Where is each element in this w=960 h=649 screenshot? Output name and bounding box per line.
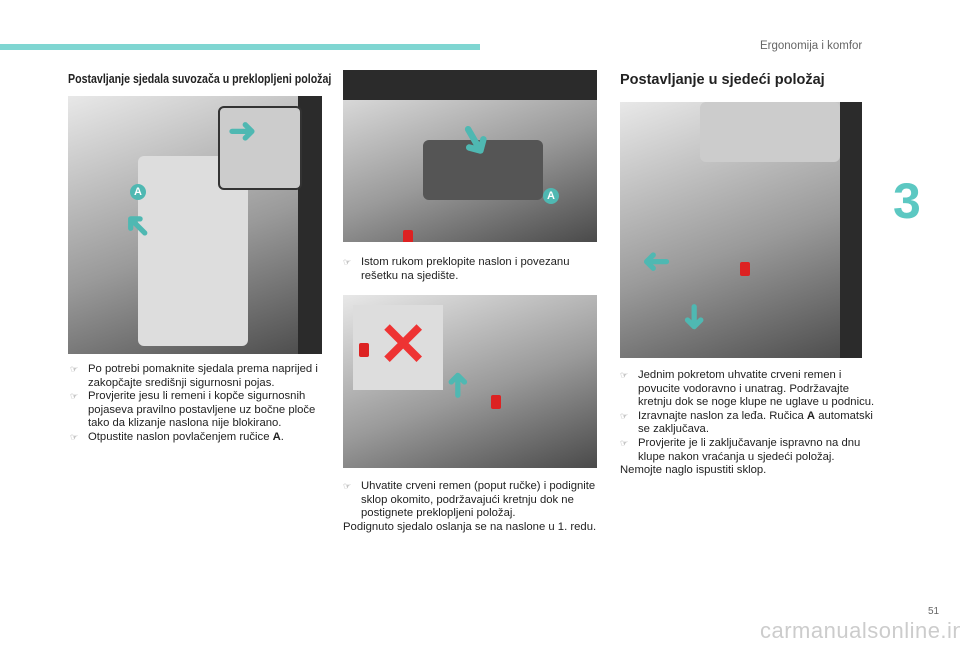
instruction-item: Uhvatite crveni remen (poput ručke) i po… [343,480,598,521]
middle-instruction-1: Istom rukom preklopite naslon i povezanu… [343,256,598,283]
left-title: Postavljanje sjedala suvozača u preklopl… [68,72,332,86]
instruction-item: Provjerite je li zaključavanje ispravno … [620,437,882,464]
left-instructions: Po potrebi pomaknite sjedala prema napri… [70,363,330,445]
right-title: Postavljanje u sjedeći položaj [620,72,825,88]
chapter-number: 3 [893,173,921,229]
right-instructions: Jednim pokretom uhvatite crveni remen i … [620,369,882,478]
illustration-lift-seat: ✕ ➜ [343,295,597,468]
note: Nemojte naglo ispustiti sklop. [620,464,767,477]
instruction-item: Izravnajte naslon za leđa. Ručica A auto… [620,410,882,437]
header-bar [0,44,480,50]
middle-instructions: Uhvatite crveni remen (poput ručke) i po… [343,480,598,534]
instruction-item: Otpustite naslon povlačenjem ručice A. [70,431,330,445]
illustration-seat-release: ➜ ➜ A [68,96,322,354]
illustration-fold-backrest: ➜ A [343,70,597,242]
watermark: carmanualsonline.info [760,618,960,643]
instruction-item: Po potrebi pomaknite sjedala prema napri… [70,363,330,390]
page-number: 51 [928,606,940,617]
section-title: Ergonomija i komfor [760,40,863,52]
note: Podignuto sjedalo oslanja se na naslone … [343,520,597,533]
instruction-item: Provjerite jesu li remeni i kopče sigurn… [70,390,330,431]
instruction-item: Jednim pokretom uhvatite crveni remen i … [620,369,882,410]
label-a-badge: A [543,188,559,204]
illustration-seating-position: ➜ ➜ [620,102,862,358]
label-a-badge: A [130,184,146,200]
